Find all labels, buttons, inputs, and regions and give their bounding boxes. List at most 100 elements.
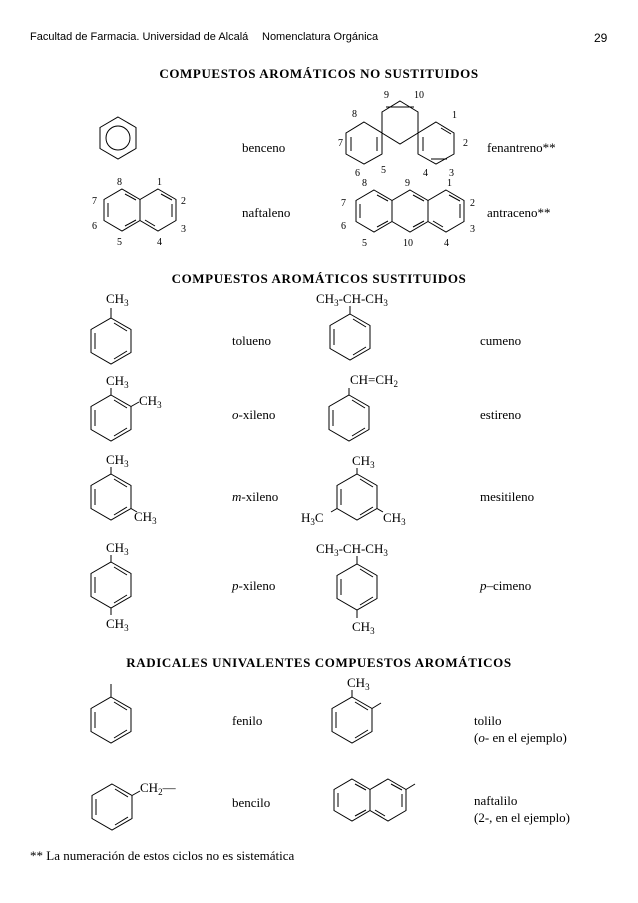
label-fenantreno: fenantreno** [487,140,556,155]
bencilo-ch2: CH2— [140,780,177,797]
o-xileno-ch3-top-sub: 3 [124,380,129,390]
ant-num-4: 4 [444,238,449,249]
ant-num-10: 10 [403,238,413,249]
label-p-xileno-rest: -xileno [238,578,276,593]
fen-num-10: 10 [414,90,424,101]
fen-num-3: 3 [449,168,454,179]
label-benceno: benceno [242,140,286,155]
mesitileno-ch3-top-sub: 3 [370,460,375,470]
estireno-vinyl-ch: CH=CH [350,372,393,387]
p-cimeno-ch3-bottom: CH3 [352,619,375,636]
cumeno-ch3a: CH [316,291,334,306]
fen-num-9: 9 [384,90,389,101]
naf-num-4: 4 [157,237,162,248]
o-xileno-ch3-top: CH3 [106,373,129,390]
cumeno-ch-ch: -CH-CH [339,291,384,306]
o-xileno-ch3-side-sub: 3 [157,400,162,410]
structure-p-cimeno [336,556,378,618]
m-xileno-ch3-top: CH3 [106,452,129,469]
tolueno-ch3-ch: CH [106,291,124,306]
label-fenilo: fenilo [232,713,263,728]
cumeno-sub1: 3 [334,298,339,308]
mesitileno-h3c-c: C [315,510,324,525]
tolilo-ch3-ch: CH [347,675,365,690]
p-xileno-ch3-top-ch: CH [106,540,124,555]
naf-num-7: 7 [92,196,97,207]
label-estireno: estireno [480,407,522,422]
naf-num-2: 2 [181,196,186,207]
ant-num-8: 8 [362,178,367,189]
structure-antraceno [355,189,465,233]
label-m-xileno-prefix: m [232,489,242,504]
label-naftalilo: naftalilo [474,793,518,808]
naf-num-3: 3 [181,224,186,235]
mesitileno-h3c-sub: 3 [310,517,315,527]
p-cimeno-ch3-bottom-sub: 3 [370,626,375,636]
o-xileno-ch3-side-ch: CH [139,393,157,408]
ant-num-3: 3 [470,224,475,235]
structure-tolilo [331,690,382,744]
label-o-xileno: o-xileno [232,407,275,423]
m-xileno-ch3-side: CH3 [134,509,157,526]
p-cimeno-sub1: 3 [334,548,339,558]
fen-num-7: 7 [338,138,343,149]
label-p-xileno-prefix: p [232,578,239,593]
label-tolilo-note: (o- en el ejemplo) [474,730,567,746]
tolilo-note-open: ( [474,730,479,745]
mesitileno-h3c-left: H3C [301,510,324,527]
mesitileno-h3c-h: H [301,510,310,525]
label-m-xileno: m-xileno [232,489,278,505]
p-xileno-ch3-top-sub: 3 [124,547,129,557]
tolilo-ch3: CH3 [347,675,370,692]
p-cimeno-ch3-bottom-ch: CH [352,619,370,634]
header-institution: Facultad de Farmacia. Universidad de Alc… [30,31,249,43]
mesitileno-ch3-top: CH3 [352,453,375,470]
bencilo-bond: — [162,780,177,795]
cumeno-sub2: 3 [383,298,388,308]
structure-fenantreno [345,100,455,165]
structure-p-xileno [90,555,132,615]
header-subject: Nomenclatura Orgánica [262,31,379,43]
antraceno-numbering: 8 9 1 7 2 6 3 5 10 4 [341,178,475,249]
label-p-xileno: p-xileno [232,578,275,594]
structure-m-xileno [90,467,138,521]
naf-num-5: 5 [117,237,122,248]
mesitileno-ch3-top-ch: CH [352,453,370,468]
naf-num-8: 8 [117,177,122,188]
m-xileno-ch3-top-sub: 3 [124,459,129,469]
tolilo-ch3-sub: 3 [365,682,370,692]
ant-num-9: 9 [405,178,410,189]
fen-num-1: 1 [452,110,457,121]
structure-naftaleno [103,188,177,232]
structure-naftalilo [333,778,416,822]
structure-bencilo [91,783,141,831]
label-naftalilo-note: (2-, en el ejemplo) [474,810,571,825]
fenantreno-numbering: 9 10 8 1 7 2 6 5 4 3 [338,90,468,179]
fen-num-6: 6 [355,168,360,179]
structure-mesitileno [330,468,384,521]
structure-tolueno [90,308,132,365]
p-cimeno-ch-ch: -CH-CH [339,541,384,556]
section-title-radicals: RADICALES UNIVALENTES COMPUESTOS AROMÁTI… [126,655,512,670]
naf-num-1: 1 [157,177,162,188]
structure-o-xileno [90,388,140,442]
naftaleno-numbering: 8 1 7 2 6 3 5 4 [92,177,186,248]
fen-num-4: 4 [423,168,428,179]
ant-num-2: 2 [470,198,475,209]
fen-num-5: 5 [381,165,386,176]
fen-num-8: 8 [352,109,357,120]
o-xileno-ch3-top-ch: CH [106,373,124,388]
naf-num-6: 6 [92,221,97,232]
structure-estireno [328,388,370,442]
fen-num-2: 2 [463,138,468,149]
p-xileno-ch3-bottom: CH3 [106,616,129,633]
ant-num-1: 1 [447,178,452,189]
p-cimeno-ch3a: CH [316,541,334,556]
label-mesitileno: mesitileno [480,489,535,504]
label-tolueno: tolueno [232,333,271,348]
p-xileno-ch3-bottom-sub: 3 [124,623,129,633]
bencilo-ch2-ch: CH [140,780,158,795]
p-xileno-ch3-bottom-ch: CH [106,616,124,631]
structure-fenilo [90,684,132,744]
